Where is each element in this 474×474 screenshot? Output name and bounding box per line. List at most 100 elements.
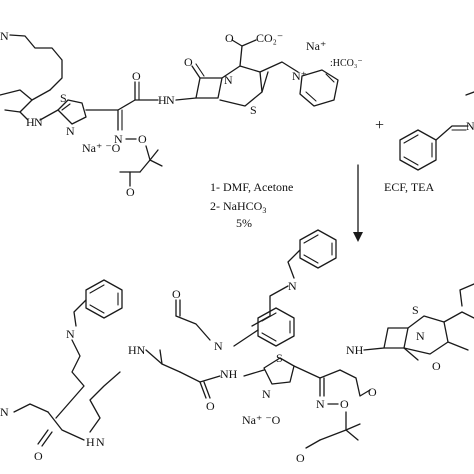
condition-step-2-text: 2- NaHCO xyxy=(210,199,263,213)
product-n-3: N xyxy=(96,435,105,449)
condition-step-1: 1- DMF, Acetone xyxy=(210,180,293,194)
thiazole-ring xyxy=(57,99,87,125)
reaction-arrow-head xyxy=(353,232,363,242)
condition-step-2: 2- NaHCO3 xyxy=(210,199,266,215)
product-nh-1: HN xyxy=(128,343,146,357)
beta-lactam-ring xyxy=(195,77,223,99)
lower-carbonyl xyxy=(37,429,53,447)
carboxyl-bond xyxy=(239,45,243,67)
atom-nh-amide: H xyxy=(158,93,167,107)
reagent-benzene-ring xyxy=(399,129,437,171)
lactam-oxo xyxy=(403,347,419,361)
product-benzene-1-double xyxy=(303,234,333,264)
product-right-ring-fragment xyxy=(459,283,474,307)
carboxyl-oxygens xyxy=(231,39,257,47)
amide-to-lactam xyxy=(175,97,197,101)
sodium-label: Na⁺ xyxy=(306,39,326,53)
product-right-edge xyxy=(443,311,474,323)
dihydrothiazine-ring xyxy=(219,65,263,107)
product-atom-n-3: N xyxy=(214,339,223,353)
product-nh-2: NH xyxy=(220,367,238,381)
product-atom-o-1: O xyxy=(172,287,181,301)
isobutyrate-chain xyxy=(139,145,151,173)
product-atom-o-3: O xyxy=(34,449,43,463)
pyridinium-double xyxy=(305,73,335,102)
product-atom-s-thiazine: S xyxy=(412,303,419,317)
product-nh-3: H xyxy=(86,435,95,449)
product-benzene-3-double xyxy=(261,312,291,342)
product-atom-s-thiazole: S xyxy=(276,351,283,365)
product-atom-o-5: O xyxy=(296,451,305,465)
pyridinium-n-label: N⁺ xyxy=(292,69,307,83)
atom-n-top-left: N xyxy=(0,29,9,43)
atom-o-carbonyl: O xyxy=(132,69,141,83)
product-isobutyrate xyxy=(319,411,347,441)
product-atom-n-2: N xyxy=(66,327,75,341)
product-nh-4: NH xyxy=(346,343,364,357)
edge-bond xyxy=(13,403,49,413)
backbone-stereo xyxy=(159,349,163,365)
product-beta-lactam xyxy=(383,327,409,349)
product-atom-n-thiazole: N xyxy=(262,387,271,401)
sodium-carboxylate-label: Na⁺ ⁻O xyxy=(82,141,121,155)
reagent-imine-bond xyxy=(435,125,469,141)
product-amide-link xyxy=(363,347,385,351)
atom-n-lactam: N xyxy=(224,73,233,87)
condition-step-2-sub: 3 xyxy=(262,206,266,215)
atom-o-carboxylate: O xyxy=(126,185,135,199)
imine-2 xyxy=(73,299,87,327)
atom-o-oxime: O xyxy=(138,132,147,146)
peptide-bond-2 xyxy=(31,89,51,101)
lower-amide xyxy=(47,411,85,441)
product-atom-o-oxime: O xyxy=(340,397,349,411)
side-chain-1 xyxy=(251,285,289,327)
atom-n-amide: N xyxy=(166,93,175,107)
starting-material: N H N S N O N O Na⁺ ⁻O O H N xyxy=(0,29,363,199)
backbone-2 xyxy=(145,349,181,373)
product-sodium-carboxylate: Na⁺ ⁻O xyxy=(242,413,281,427)
atom-s-thiazine: S xyxy=(250,103,257,117)
bicarbonate-label: :HCO₃⁻ xyxy=(330,58,363,69)
nh-bond xyxy=(19,111,29,121)
thiazole-nh-bond xyxy=(39,109,59,121)
atom-o-lactam: O xyxy=(184,55,193,69)
backbone-1 xyxy=(175,315,211,341)
product-oxime-chain xyxy=(293,365,341,379)
reagent-edge xyxy=(465,91,474,96)
peptide-bond xyxy=(0,89,33,113)
product-oxime-double xyxy=(319,377,325,397)
atom-s-thiazole: S xyxy=(60,91,67,105)
product-atom-n-lactam: N xyxy=(416,329,425,343)
product-benzene-ring-3 xyxy=(257,307,295,347)
product-benzene-ring-1 xyxy=(299,229,337,269)
lactam-carbonyl-double xyxy=(195,63,205,77)
imine-1 xyxy=(287,249,301,279)
thiazole-double-bond xyxy=(61,103,71,111)
atom-n-oxime: N xyxy=(114,132,123,146)
side-chain-2 xyxy=(55,339,85,419)
product-atom-n-oxime: N xyxy=(316,397,325,411)
plus-sign: + xyxy=(375,117,384,134)
product-thiazine-ring xyxy=(403,315,449,355)
thiazole-link xyxy=(243,369,265,377)
reagent-atom-n: N xyxy=(466,119,474,133)
product-ester xyxy=(305,439,321,449)
lower-chain xyxy=(89,371,121,433)
backbone-carbonyl-2 xyxy=(199,381,211,399)
atom-n-thiazole: N xyxy=(66,124,75,138)
methylene-bond xyxy=(259,61,299,73)
condition-percent: 5% xyxy=(236,216,252,230)
product-thiazole-ring xyxy=(263,357,295,385)
lysine-chain-bond xyxy=(9,34,63,91)
product-atom-o-lactam: O xyxy=(432,359,441,373)
reagent-benzene-double xyxy=(403,134,433,166)
oxime-chain xyxy=(85,99,159,111)
product-right-edge-2 xyxy=(447,341,469,351)
methyl-bonds xyxy=(149,149,163,167)
pyridinium-ring xyxy=(299,69,339,107)
product-methyls xyxy=(345,423,361,441)
product-benzene-ring-2 xyxy=(85,279,123,319)
reagent-imine: N xyxy=(399,91,474,171)
atom-o-carboxyl: O xyxy=(225,31,234,45)
